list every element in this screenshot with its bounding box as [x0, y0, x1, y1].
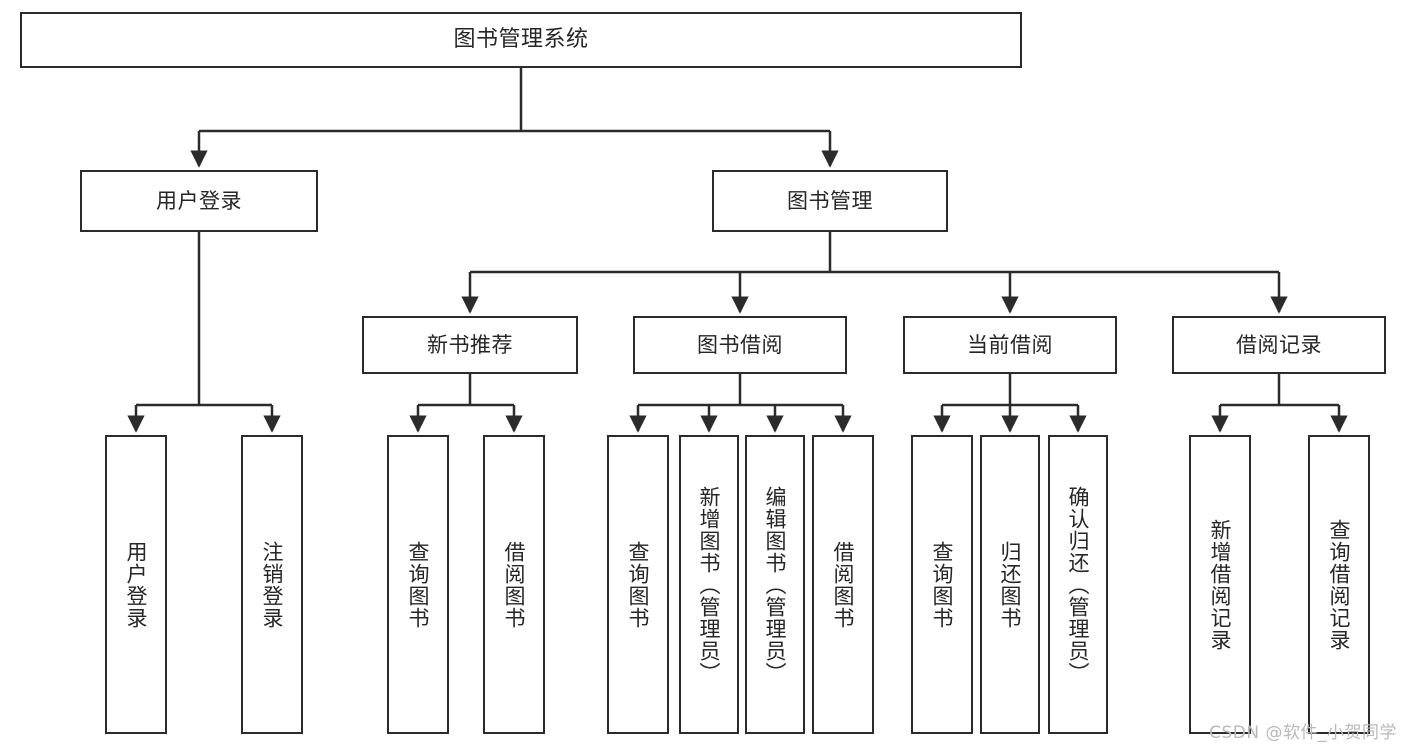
node-user-login[interactable]: 用户登录 [80, 170, 318, 232]
node-label: 用户登录 [124, 540, 149, 629]
node-new-book-recommend[interactable]: 新书推荐 [362, 316, 578, 374]
leaf-query-book-recommend[interactable]: 查询图书 [387, 435, 449, 734]
node-label: 查询图书 [930, 540, 955, 629]
leaf-add-book-admin[interactable]: 新增图书（管理员） [679, 435, 739, 734]
node-label: 借阅图书 [502, 540, 527, 629]
node-label: 查询图书 [406, 540, 431, 629]
node-label: 图书借阅 [697, 332, 783, 357]
node-current-borrow[interactable]: 当前借阅 [903, 316, 1117, 374]
node-label: 图书管理 [787, 188, 873, 213]
leaf-query-book-current[interactable]: 查询图书 [911, 435, 973, 734]
node-label: 确认归还（管理员） [1066, 485, 1091, 684]
node-label: 查询图书 [626, 540, 651, 629]
leaf-confirm-return-admin[interactable]: 确认归还（管理员） [1048, 435, 1108, 734]
node-book-management[interactable]: 图书管理 [712, 170, 948, 232]
leaf-logout-login[interactable]: 注销登录 [241, 435, 303, 734]
node-label: 新书推荐 [427, 332, 513, 357]
node-label: 新增借阅记录 [1208, 518, 1233, 651]
leaf-borrow-book[interactable]: 借阅图书 [812, 435, 874, 734]
leaf-user-login[interactable]: 用户登录 [105, 435, 167, 734]
node-book-borrow[interactable]: 图书借阅 [633, 316, 847, 374]
leaf-query-book-borrow[interactable]: 查询图书 [607, 435, 669, 734]
leaf-add-borrow-record[interactable]: 新增借阅记录 [1189, 435, 1251, 734]
node-label: 查询借阅记录 [1327, 518, 1352, 651]
leaf-edit-book-admin[interactable]: 编辑图书（管理员） [745, 435, 805, 734]
node-label: 编辑图书（管理员） [763, 485, 788, 684]
node-label: 借阅记录 [1236, 332, 1322, 357]
csdn-watermark: CSDN @软件_小贺同学 [1209, 723, 1397, 743]
node-label: 新增图书（管理员） [697, 485, 722, 684]
node-borrow-record[interactable]: 借阅记录 [1172, 316, 1386, 374]
leaf-borrow-book-recommend[interactable]: 借阅图书 [483, 435, 545, 734]
node-label: 图书管理系统 [453, 27, 589, 53]
leaf-return-book[interactable]: 归还图书 [980, 435, 1040, 734]
node-label: 用户登录 [156, 188, 242, 213]
node-label: 注销登录 [260, 540, 285, 629]
leaf-query-borrow-record[interactable]: 查询借阅记录 [1308, 435, 1370, 734]
node-label: 借阅图书 [831, 540, 856, 629]
node-label: 归还图书 [998, 540, 1023, 629]
node-root-book-management-system[interactable]: 图书管理系统 [20, 12, 1022, 68]
node-label: 当前借阅 [967, 332, 1053, 357]
